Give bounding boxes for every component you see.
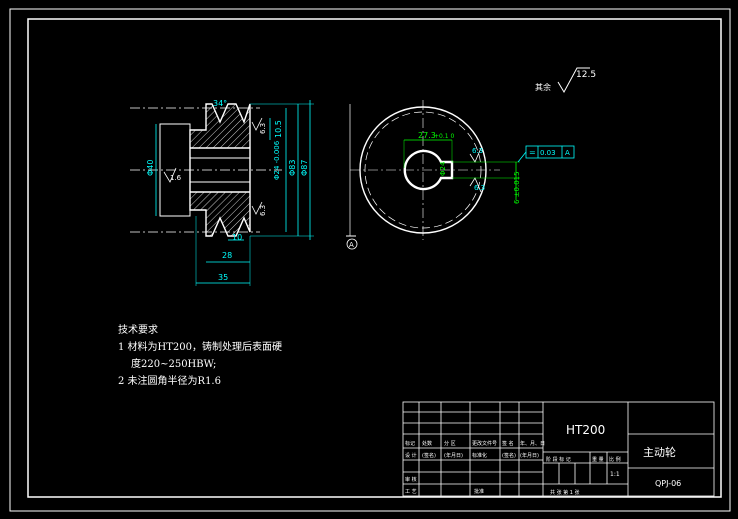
- rough-bottom: 6.3: [259, 205, 267, 216]
- inner-frame: [27, 18, 722, 498]
- tol-datum: A: [565, 149, 570, 157]
- hdr-mark: 标记: [405, 440, 415, 447]
- dim-keyway-tol: +0.1 0: [434, 133, 454, 140]
- rough-top: 6.3: [259, 123, 267, 134]
- row-sign1: (签名): [422, 452, 436, 459]
- title-block-text: HT200 主动轮 QPJ-06 1:1 标记 处数 分 区 更改文件号 签 名…: [405, 423, 681, 496]
- dim-w35: 35: [218, 273, 228, 282]
- rough-key-top: 6.3: [472, 147, 483, 155]
- dim-w28: 28: [222, 251, 232, 260]
- tol-symbol: =: [529, 148, 536, 157]
- tech-item2: 2 未注圆角半径为R1.6: [118, 376, 221, 387]
- dim-keyway-depth: 27.3: [418, 131, 436, 140]
- row-date2: (年月日): [520, 452, 539, 459]
- sheet-label: 共 张 第 1 张: [550, 489, 580, 496]
- dim-keyway-width: 6 ±0.015: [513, 171, 521, 204]
- row-sign2: (签名): [502, 452, 516, 459]
- roughness-label: 其余: [535, 82, 551, 92]
- process-label: 工 艺: [405, 489, 417, 495]
- side-view-roughness: 6.3 6.3 1.6: [163, 117, 267, 216]
- hdr-zone: 分 区: [444, 440, 456, 447]
- hdr-date: 年、月、日: [520, 440, 545, 447]
- dim-d83: Φ83: [288, 160, 297, 176]
- technical-requirements: 技术要求 1 材料为HT200，铸制处理后表面硬 度220~250HBW; 2 …: [118, 322, 282, 390]
- datum-a: A: [349, 241, 354, 249]
- rough-bore: 1.6: [170, 174, 182, 182]
- tol-value: 0.03: [540, 149, 556, 157]
- dim-key-width: Φ24: [439, 161, 447, 176]
- stage-mark: 阶 段 标 记: [546, 456, 571, 463]
- hdr-count: 处数: [422, 440, 432, 447]
- tech-item1-line1: 1 材料为HT200，铸制处理后表面硬: [118, 342, 283, 353]
- stage-weight: 重 量: [592, 456, 604, 463]
- review-label: 审 核: [405, 476, 417, 483]
- dim-d87: Φ87: [300, 160, 309, 176]
- dim-hub-dia: Φ40: [146, 160, 155, 176]
- side-section-view: [130, 103, 282, 237]
- rough-key-bottom: 6.3: [474, 184, 485, 192]
- side-view-dimensions: 10.5 Φ24 -0.006 Φ83 Φ87 Φ40 10 28 35 34°: [146, 99, 314, 286]
- approve-label: 批准: [474, 488, 484, 495]
- tech-item1-line2: 度220~250HBW;: [131, 359, 217, 370]
- drawing-no-text: QPJ-06: [655, 479, 681, 488]
- stage-scale: 比 例: [609, 456, 621, 463]
- row-date1: (年月日): [444, 452, 463, 459]
- front-view: A: [346, 100, 500, 250]
- roughness-symbol: 12.5 其余: [535, 67, 596, 94]
- dim-bore-dia: Φ24 -0.006: [273, 140, 281, 180]
- dim-w10: 10: [232, 233, 242, 242]
- front-view-dimensions: 27.3 +0.1 0 Φ24 6.3 6.3 6 ±0.015 = 0.03 …: [403, 131, 575, 204]
- outer-frame: [9, 8, 731, 512]
- row-standard: 标准化: [472, 452, 487, 459]
- hdr-doc: 更改文件号: [472, 440, 497, 447]
- part-name-text: 主动轮: [643, 445, 676, 459]
- scale-text: 1:1: [610, 471, 620, 478]
- row-design: 设 计: [405, 452, 417, 459]
- dim-10-5: 10.5: [274, 120, 283, 138]
- dim-groove-angle: 34°: [213, 99, 227, 108]
- hdr-sign: 签 名: [502, 440, 514, 447]
- tech-heading: 技术要求: [118, 325, 158, 336]
- material-text: HT200: [566, 423, 605, 437]
- title-block: [402, 401, 715, 497]
- roughness-value: 12.5: [576, 70, 596, 80]
